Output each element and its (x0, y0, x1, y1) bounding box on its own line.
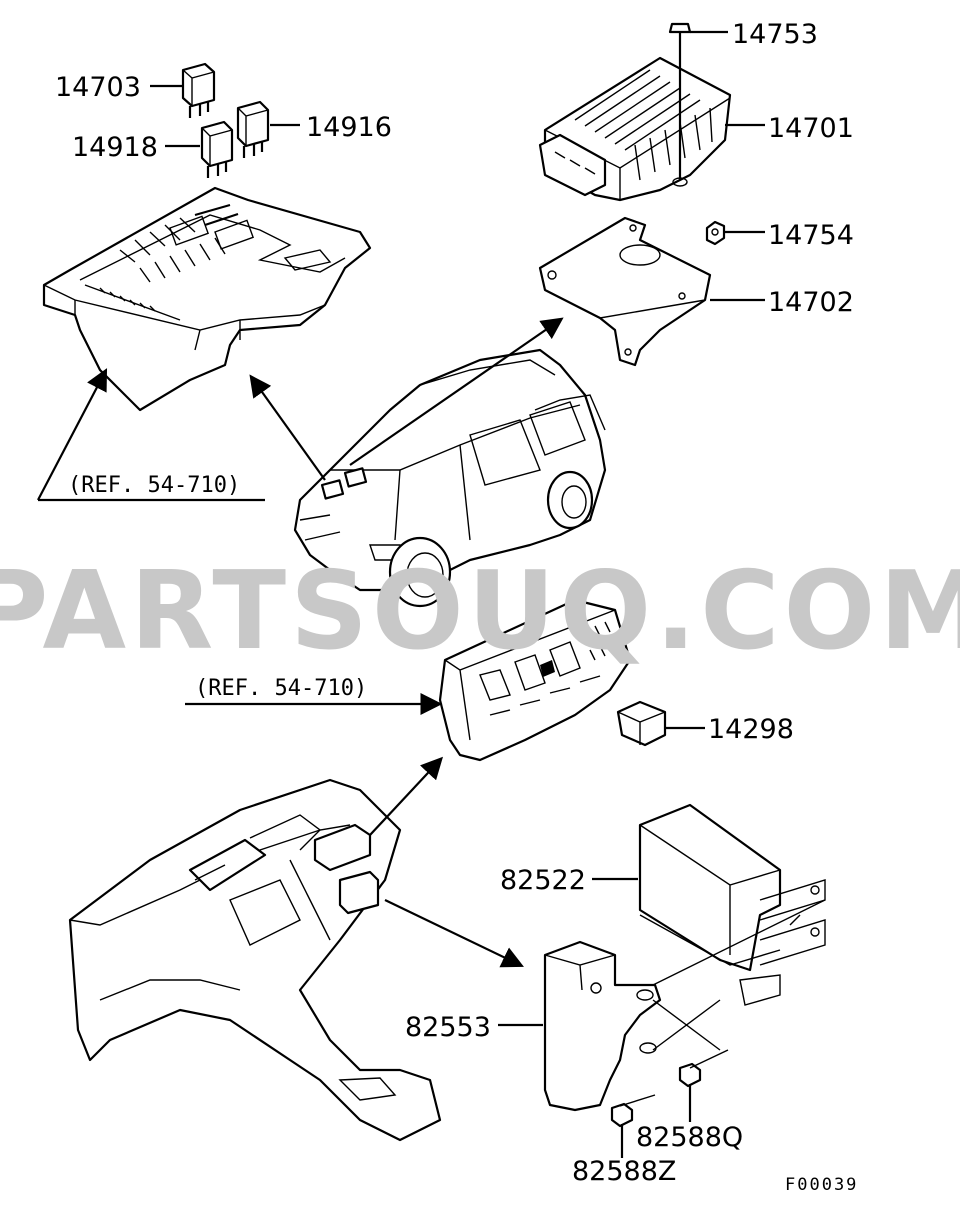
screw-82588Q[interactable] (678, 1062, 702, 1098)
relay-14298[interactable] (616, 700, 667, 747)
bracket-14702[interactable] (538, 216, 712, 367)
callout-82588Q[interactable]: 82588Q (636, 1122, 743, 1153)
callout-14702[interactable]: 14702 (768, 287, 854, 318)
bracket-ecu (759, 879, 826, 966)
leaders (150, 30, 765, 1158)
vehicle (293, 348, 607, 608)
screw-14753[interactable] (668, 22, 692, 187)
callout-82553[interactable]: 82553 (405, 1012, 491, 1043)
control-module-14701[interactable] (538, 56, 732, 202)
callout-14916[interactable]: 14916 (306, 112, 392, 143)
relay-box[interactable] (42, 186, 372, 412)
junction-block[interactable] (438, 598, 632, 762)
callout-14754[interactable]: 14754 (768, 220, 854, 251)
reference-54-710-top[interactable]: (REF. 54-710) (68, 473, 240, 498)
callout-14918[interactable]: 14918 (72, 132, 158, 163)
watermark: PARTSOUQ.COM (0, 549, 960, 674)
callout-14753[interactable]: 14753 (732, 19, 818, 50)
relay-14918[interactable] (200, 120, 234, 178)
arrows (37, 317, 826, 1107)
dashboard (68, 778, 442, 1142)
cover-82553[interactable] (543, 940, 662, 1112)
relay-14703[interactable] (181, 62, 216, 118)
reference-54-710-middle[interactable]: (REF. 54-710) (195, 676, 367, 701)
callout-14703[interactable]: 14703 (55, 72, 141, 103)
screw-82588Z[interactable] (610, 1102, 634, 1140)
callout-82522[interactable]: 82522 (500, 865, 586, 896)
callout-14701[interactable]: 14701 (768, 113, 854, 144)
relay-14916[interactable] (236, 100, 270, 158)
callout-14298[interactable]: 14298 (708, 714, 794, 745)
nut-14754[interactable] (705, 220, 726, 246)
ecu-82522[interactable] (638, 803, 782, 1006)
diagram-code: F00039 (785, 1175, 858, 1195)
callout-82588Z[interactable]: 82588Z (572, 1156, 676, 1187)
